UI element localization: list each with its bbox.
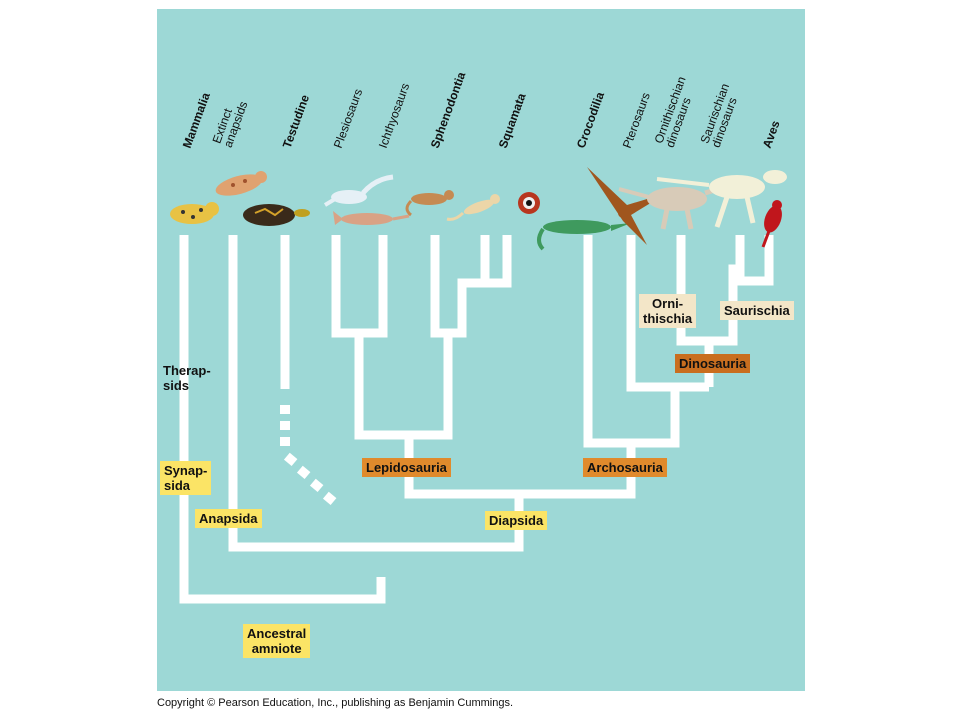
- lizard-icon: [446, 194, 500, 221]
- plesiosaur-icon: [323, 174, 394, 207]
- mammal-icon: [170, 202, 219, 224]
- snake-icon: [518, 192, 540, 214]
- pterosaur-icon: [587, 167, 667, 245]
- clade-ancestral-amniote: Ancestral amniote: [243, 624, 311, 658]
- branch-squamata-pair: [485, 235, 512, 288]
- clade-lepidosauria: Lepidosauria: [362, 458, 451, 477]
- clade-saurischia: Saurischia: [720, 301, 794, 320]
- ornithischian-icon: [618, 184, 726, 230]
- branch-lepido-inner: [354, 333, 453, 440]
- branch-anapsid-diapsid: [228, 235, 524, 552]
- branch-pterosaurs: [626, 235, 709, 392]
- phylogenetic-tree: [170, 167, 787, 604]
- branch-spheno-squamata: [430, 235, 490, 338]
- tuatara-icon: [405, 190, 454, 217]
- saurischian-icon: [656, 170, 787, 228]
- ichthyosaur-icon: [333, 211, 410, 225]
- clade-therapsids: Therap- sids: [163, 363, 211, 393]
- anapsid-icon: [215, 171, 267, 196]
- branch-lines: [179, 235, 774, 604]
- clade-anapsida: Anapsida: [195, 509, 262, 528]
- branch-saurischia-pair: [735, 235, 774, 286]
- branch-crocodilia: [583, 235, 680, 448]
- clade-synapsida: Synap- sida: [160, 461, 212, 495]
- clade-dinosauria: Dinosauria: [675, 354, 751, 373]
- diagram-panel: Mammalia Extinct anapsids Testudine Ples…: [157, 9, 805, 691]
- turtle-icon: [243, 204, 310, 226]
- extinct-lineage-dashes: [280, 405, 337, 506]
- copyright-text: Copyright © Pearson Education, Inc., pub…: [157, 697, 514, 709]
- clade-archosauria: Archosauria: [583, 458, 667, 477]
- branch-mammalia: [179, 235, 386, 604]
- clade-ornithischia: Orni- thischia: [639, 294, 697, 328]
- branch-plesio-ichthyo: [331, 235, 388, 338]
- clade-diapsida: Diapsida: [485, 511, 548, 530]
- crocodile-icon: [537, 220, 631, 251]
- bird-icon: [761, 200, 782, 248]
